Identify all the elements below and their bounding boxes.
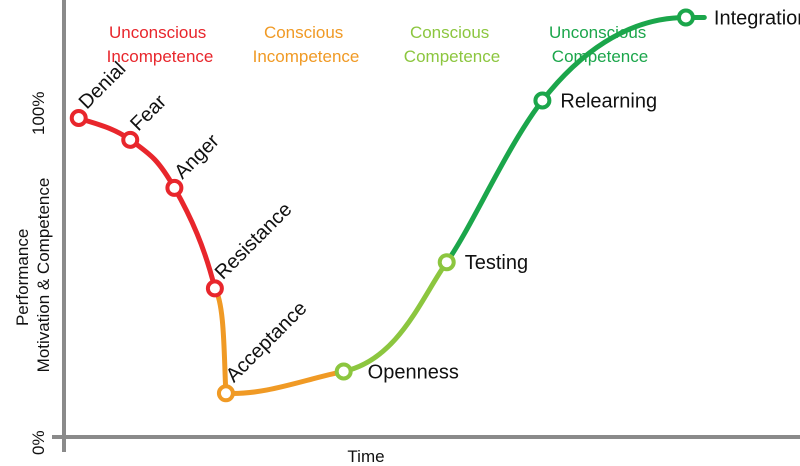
marker-denial bbox=[69, 108, 88, 127]
stage-label-acceptance: Acceptance bbox=[222, 297, 311, 386]
marker-acceptance bbox=[216, 384, 235, 403]
curve-segment-3 bbox=[171, 185, 218, 291]
phase-label-3-line2: Competence bbox=[404, 47, 500, 66]
x-axis-title: Time bbox=[347, 447, 384, 466]
phase-label-1: Unconscious Incompetence bbox=[107, 23, 214, 66]
phase-labels: Unconscious Incompetence Conscious Incom… bbox=[107, 23, 649, 66]
stage-label-anger: Anger bbox=[170, 130, 224, 184]
y-axis-labels: Performance Motivation & Competence 0% 1… bbox=[13, 92, 53, 455]
curve-segments bbox=[76, 14, 707, 396]
stage-label-fear: Fear bbox=[126, 91, 171, 136]
phase-label-1-line2: Incompetence bbox=[107, 47, 214, 66]
stage-label-testing: Testing bbox=[465, 252, 528, 274]
y-tick-0: 0% bbox=[29, 430, 48, 455]
phase-label-3: Conscious Competence bbox=[404, 23, 500, 66]
stage-label-integration: Integration bbox=[714, 7, 800, 29]
marker-resistance bbox=[205, 279, 224, 298]
y-axis-title-line1: Performance bbox=[13, 229, 32, 326]
curve-segment-2 bbox=[127, 137, 177, 191]
marker-anger bbox=[165, 178, 184, 197]
stage-label-resistance: Resistance bbox=[211, 198, 297, 284]
curve-segment-5 bbox=[223, 368, 347, 396]
stage-label-denial: Denial bbox=[75, 58, 131, 114]
stage-markers bbox=[69, 8, 695, 403]
y-axis-title: Performance Motivation & Competence bbox=[13, 178, 53, 373]
phase-label-3-line1: Conscious bbox=[410, 23, 489, 42]
marker-openness bbox=[334, 362, 353, 381]
curve-segment-6 bbox=[341, 259, 450, 374]
phase-label-1-line1: Unconscious bbox=[109, 23, 206, 42]
phase-label-2-line1: Conscious bbox=[264, 23, 343, 42]
marker-fear bbox=[121, 130, 140, 149]
phase-label-4-line2: Competence bbox=[552, 47, 648, 66]
axes bbox=[52, 0, 800, 452]
phase-label-2: Conscious Incompetence bbox=[253, 23, 360, 66]
curve-segment-8 bbox=[539, 14, 689, 104]
stage-label-openness: Openness bbox=[368, 361, 459, 383]
y-tick-100: 100% bbox=[29, 92, 48, 135]
marker-relearning bbox=[533, 91, 552, 110]
phase-label-4-line1: Unconscious bbox=[549, 23, 646, 42]
marker-testing bbox=[437, 253, 456, 272]
phase-label-2-line2: Incompetence bbox=[253, 47, 360, 66]
y-axis-title-line2: Motivation & Competence bbox=[34, 178, 53, 373]
stage-label-relearning: Relearning bbox=[560, 91, 657, 113]
curve-segment-7 bbox=[444, 98, 545, 265]
curve-segment-4 bbox=[212, 285, 229, 396]
marker-integration bbox=[676, 8, 695, 27]
